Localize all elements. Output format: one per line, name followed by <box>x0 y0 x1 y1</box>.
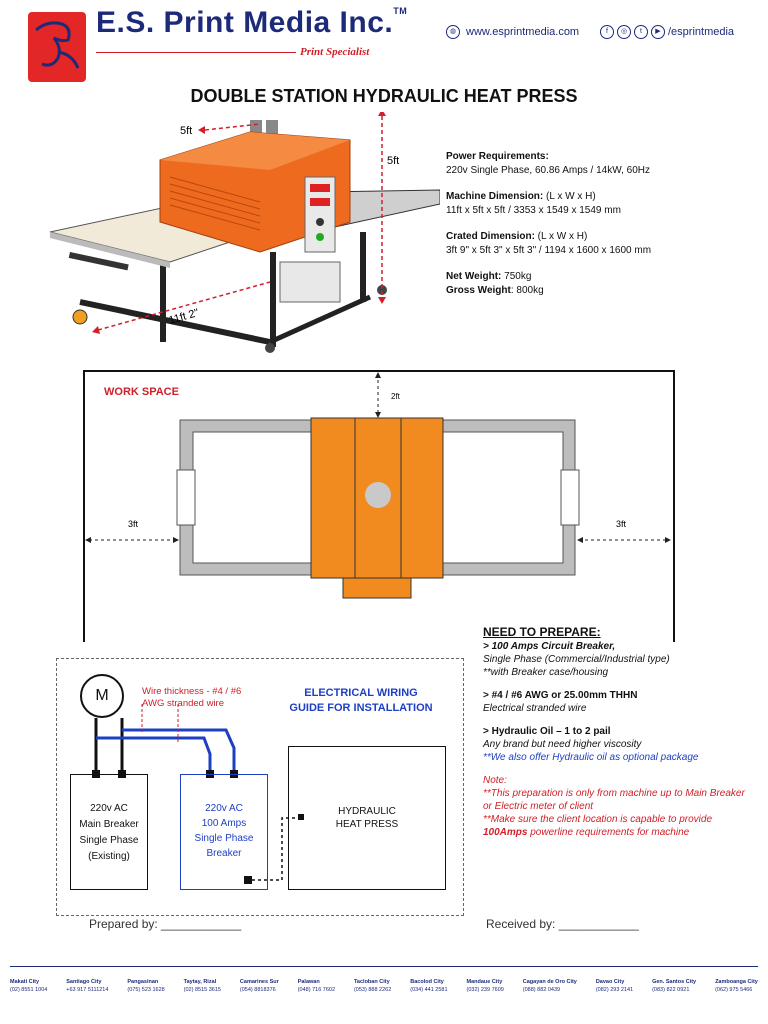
branch-item: Mandaue City(032) 239 7609 <box>466 979 504 993</box>
crated-dimension-spec: Crated Dimension: (L x W x H)3ft 9" x 5f… <box>446 231 652 256</box>
right-clearance-label: 3ft <box>616 519 627 529</box>
workspace-label: WORK SPACE <box>104 386 179 398</box>
branch-item: Makati City(02) 8551 1004 <box>10 979 48 993</box>
branch-item: Santiago City+63 917 5111214 <box>66 979 109 993</box>
page-title: DOUBLE STATION HYDRAULIC HEAT PRESS <box>190 86 578 106</box>
workspace-frame <box>83 370 675 642</box>
social-links[interactable]: f ◎ t ▶ /esprintmedia <box>600 25 734 39</box>
heat-press-illustration: 5ft 5ft 11ft 2" <box>49 112 440 353</box>
company-name: E.S. Print Media Inc.TM <box>96 6 408 39</box>
branch-item: Palawan(048) 716 7602 <box>297 979 336 993</box>
motor-symbol: M <box>80 674 124 718</box>
branch-list: Makati City(02) 8551 1004 Santiago City+… <box>10 978 758 994</box>
facebook-icon[interactable]: f <box>600 25 614 39</box>
branch-item: Gen. Santos City(083) 822 0921 <box>652 979 697 993</box>
branch-item: Taytay, Rizal(02) 8515 3615 <box>183 979 221 993</box>
power-spec: Power Requirements:220v Single Phase, 60… <box>446 151 651 176</box>
prepare-heading: NEED TO PREPARE: <box>483 625 601 639</box>
prepare-list: NEED TO PREPARE: > 100 Amps Circuit Brea… <box>483 626 753 849</box>
prepare-item-oil: > Hydraulic Oil – 1 to 2 pail Any brand … <box>483 726 699 763</box>
globe-icon: ◍ <box>446 25 460 39</box>
workspace-layout: 2ft 3ft 3ft <box>85 372 671 599</box>
twitter-icon[interactable]: t <box>634 25 648 39</box>
dim-top-label: 5ft <box>180 125 192 137</box>
wiring-guide-frame <box>56 658 464 916</box>
website-link[interactable]: ◍ www.esprintmedia.com <box>446 25 579 39</box>
footer-divider <box>10 966 758 967</box>
heat-press-box: HYDRAULIC HEAT PRESS <box>288 746 446 890</box>
received-by-field[interactable]: Received by: ____________ <box>486 917 639 931</box>
branch-item: Cagayan de Oro City(088) 882 0439 <box>522 979 577 993</box>
prepare-note: Note: **This preparation is only from ma… <box>483 775 745 838</box>
branch-item: Davao City(082) 293 2141 <box>595 979 634 993</box>
prepared-by-field[interactable]: Prepared by: ____________ <box>89 917 242 931</box>
prepare-item-breaker: > 100 Amps Circuit Breaker, Single Phase… <box>483 641 670 678</box>
branch-item: Camarines Sur(054) 8818376 <box>239 979 279 993</box>
branch-item: Zamboanga City(062) 975 5466 <box>715 979 758 993</box>
branch-item: Bacolod City(034) 441 2581 <box>410 979 448 993</box>
branch-item: Tacloban City(053) 888 2262 <box>353 979 392 993</box>
logo-mark-icon <box>35 21 80 69</box>
left-clearance-label: 3ft <box>128 519 139 529</box>
dim-side-label: 5ft <box>387 155 399 167</box>
new-breaker-box: 220v AC 100 Amps Single Phase Breaker <box>180 774 268 890</box>
instagram-icon[interactable]: ◎ <box>617 25 631 39</box>
prepare-item-wire: > #4 / #6 AWG or 25.00mm THHN Electrical… <box>483 690 638 714</box>
machine-dimension-spec: Machine Dimension: (L x W x H)11ft x 5ft… <box>446 191 621 216</box>
top-clearance-label: 2ft <box>391 392 401 401</box>
branch-item: Pangasinan(075) 523 1628 <box>127 979 165 993</box>
company-logo <box>28 12 86 82</box>
tagline: Print Specialist <box>300 46 370 58</box>
tagline-rule <box>96 52 296 53</box>
main-breaker-box: 220v AC Main Breaker Single Phase (Exist… <box>70 774 148 890</box>
spec-list: Power Requirements:220v Single Phase, 60… <box>446 150 746 310</box>
youtube-icon[interactable]: ▶ <box>651 25 665 39</box>
